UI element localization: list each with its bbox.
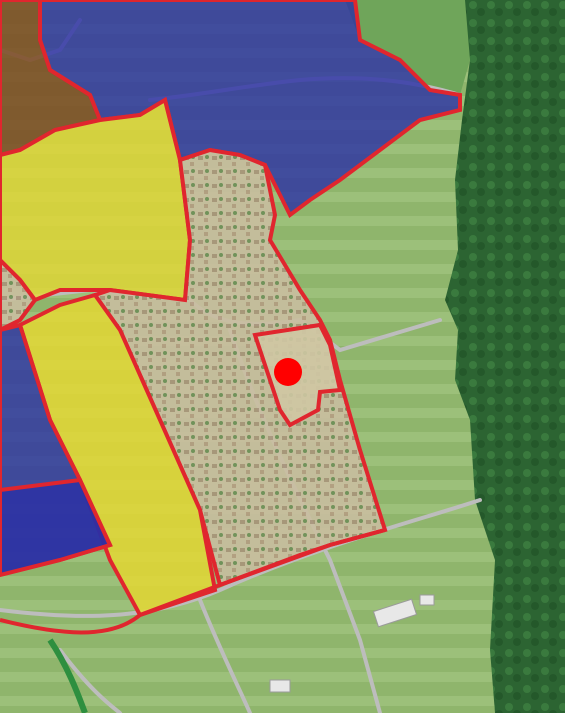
zone-residential-west[interactable] [0,257,38,333]
farm-buildings [269,594,435,693]
green-accent-strip [47,638,88,713]
zone-boundary-south [0,528,386,635]
forest-area [445,0,565,713]
location-dot-icon[interactable] [274,358,302,386]
forest-upper-green [345,0,470,95]
zone-public-southwest[interactable] [0,477,113,578]
